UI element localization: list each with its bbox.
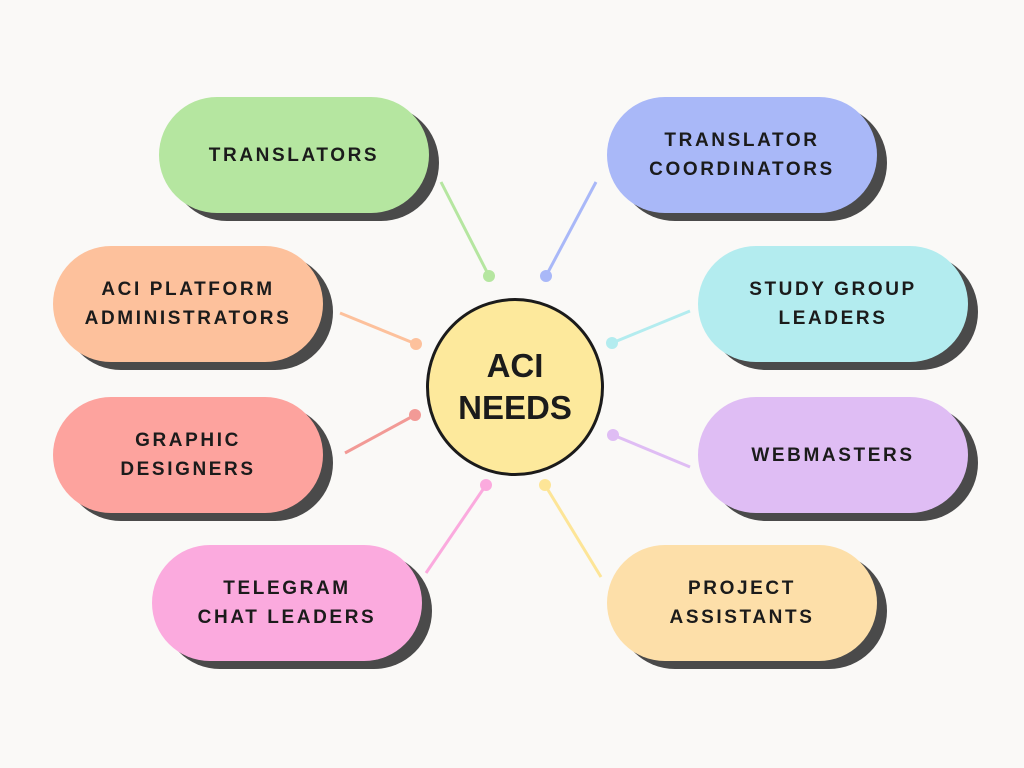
- center-node: ACI NEEDS: [426, 298, 604, 476]
- center-label: ACI NEEDS: [458, 347, 572, 426]
- node-label: TELEGRAM CHAT LEADERS: [197, 578, 377, 628]
- connector-graphic-designers: [344, 409, 421, 455]
- connector-translator-coordinators: [540, 181, 598, 282]
- node-label: STUDY GROUP LEADERS: [749, 279, 917, 329]
- node-label: ACI PLATFORM ADMINISTRATORS: [84, 279, 292, 329]
- node-telegram-chat-leaders: TELEGRAM CHAT LEADERS: [152, 545, 422, 661]
- connector-telegram-chat-leaders: [424, 479, 492, 574]
- node-graphic-designers: GRAPHIC DESIGNERS: [53, 397, 323, 513]
- node-project-assistants: PROJECT ASSISTANTS: [607, 545, 877, 661]
- node-label: TRANSLATOR COORDINATORS: [649, 130, 835, 180]
- connector-aci-platform-administrators: [339, 311, 422, 350]
- node-aci-platform-administrators: ACI PLATFORM ADMINISTRATORS: [53, 246, 323, 362]
- node-translator-coordinators: TRANSLATOR COORDINATORS: [607, 97, 877, 213]
- connector-study-group-leaders: [606, 309, 691, 349]
- connector-translators: [439, 181, 495, 282]
- connector-webmasters: [607, 429, 691, 469]
- node-study-group-leaders: STUDY GROUP LEADERS: [698, 246, 968, 362]
- node-label: PROJECT ASSISTANTS: [669, 578, 815, 628]
- connector-project-assistants: [539, 479, 603, 578]
- node-label: GRAPHIC DESIGNERS: [120, 430, 256, 480]
- node-translators: TRANSLATORS: [159, 97, 429, 213]
- node-label: TRANSLATORS: [208, 144, 380, 166]
- node-label: WEBMASTERS: [751, 444, 915, 466]
- node-webmasters: WEBMASTERS: [698, 397, 968, 513]
